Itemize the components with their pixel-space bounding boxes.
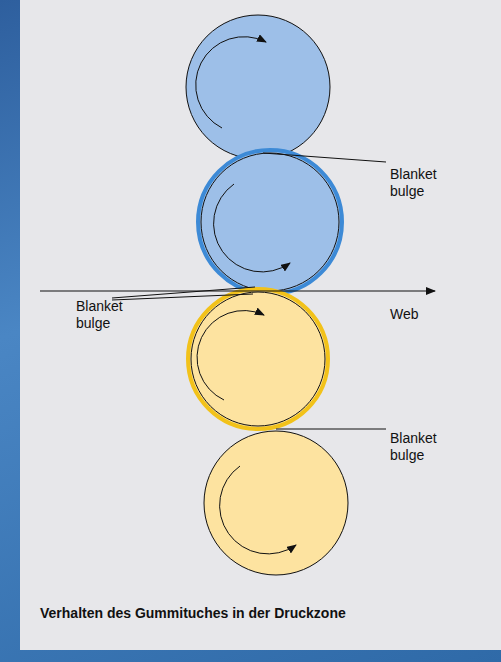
plate-cylinder bbox=[204, 431, 348, 575]
plate-cylinder bbox=[186, 15, 330, 159]
rotation-arrow bbox=[197, 311, 264, 400]
leader-line bbox=[112, 294, 253, 300]
web-line bbox=[40, 290, 435, 291]
callout-label: Blanket bulge bbox=[76, 298, 146, 332]
figure-caption: Verhalten des Gummituches in der Druckzo… bbox=[40, 605, 480, 622]
rotation-arrow bbox=[220, 466, 296, 554]
callout-label: Blanket bulge bbox=[390, 166, 460, 200]
callout-label: Blanket bulge bbox=[390, 430, 460, 464]
leader-line bbox=[112, 287, 255, 298]
blanket-edge bbox=[191, 292, 325, 426]
blanket-edge bbox=[201, 153, 339, 291]
leader-line bbox=[276, 429, 386, 430]
callout-label: Web bbox=[390, 306, 460, 323]
rotation-arrow bbox=[196, 37, 266, 128]
blanket-cylinder bbox=[188, 289, 328, 429]
blanket-cylinder bbox=[198, 150, 342, 294]
leader-line bbox=[263, 153, 386, 162]
rotation-arrow bbox=[214, 184, 290, 272]
